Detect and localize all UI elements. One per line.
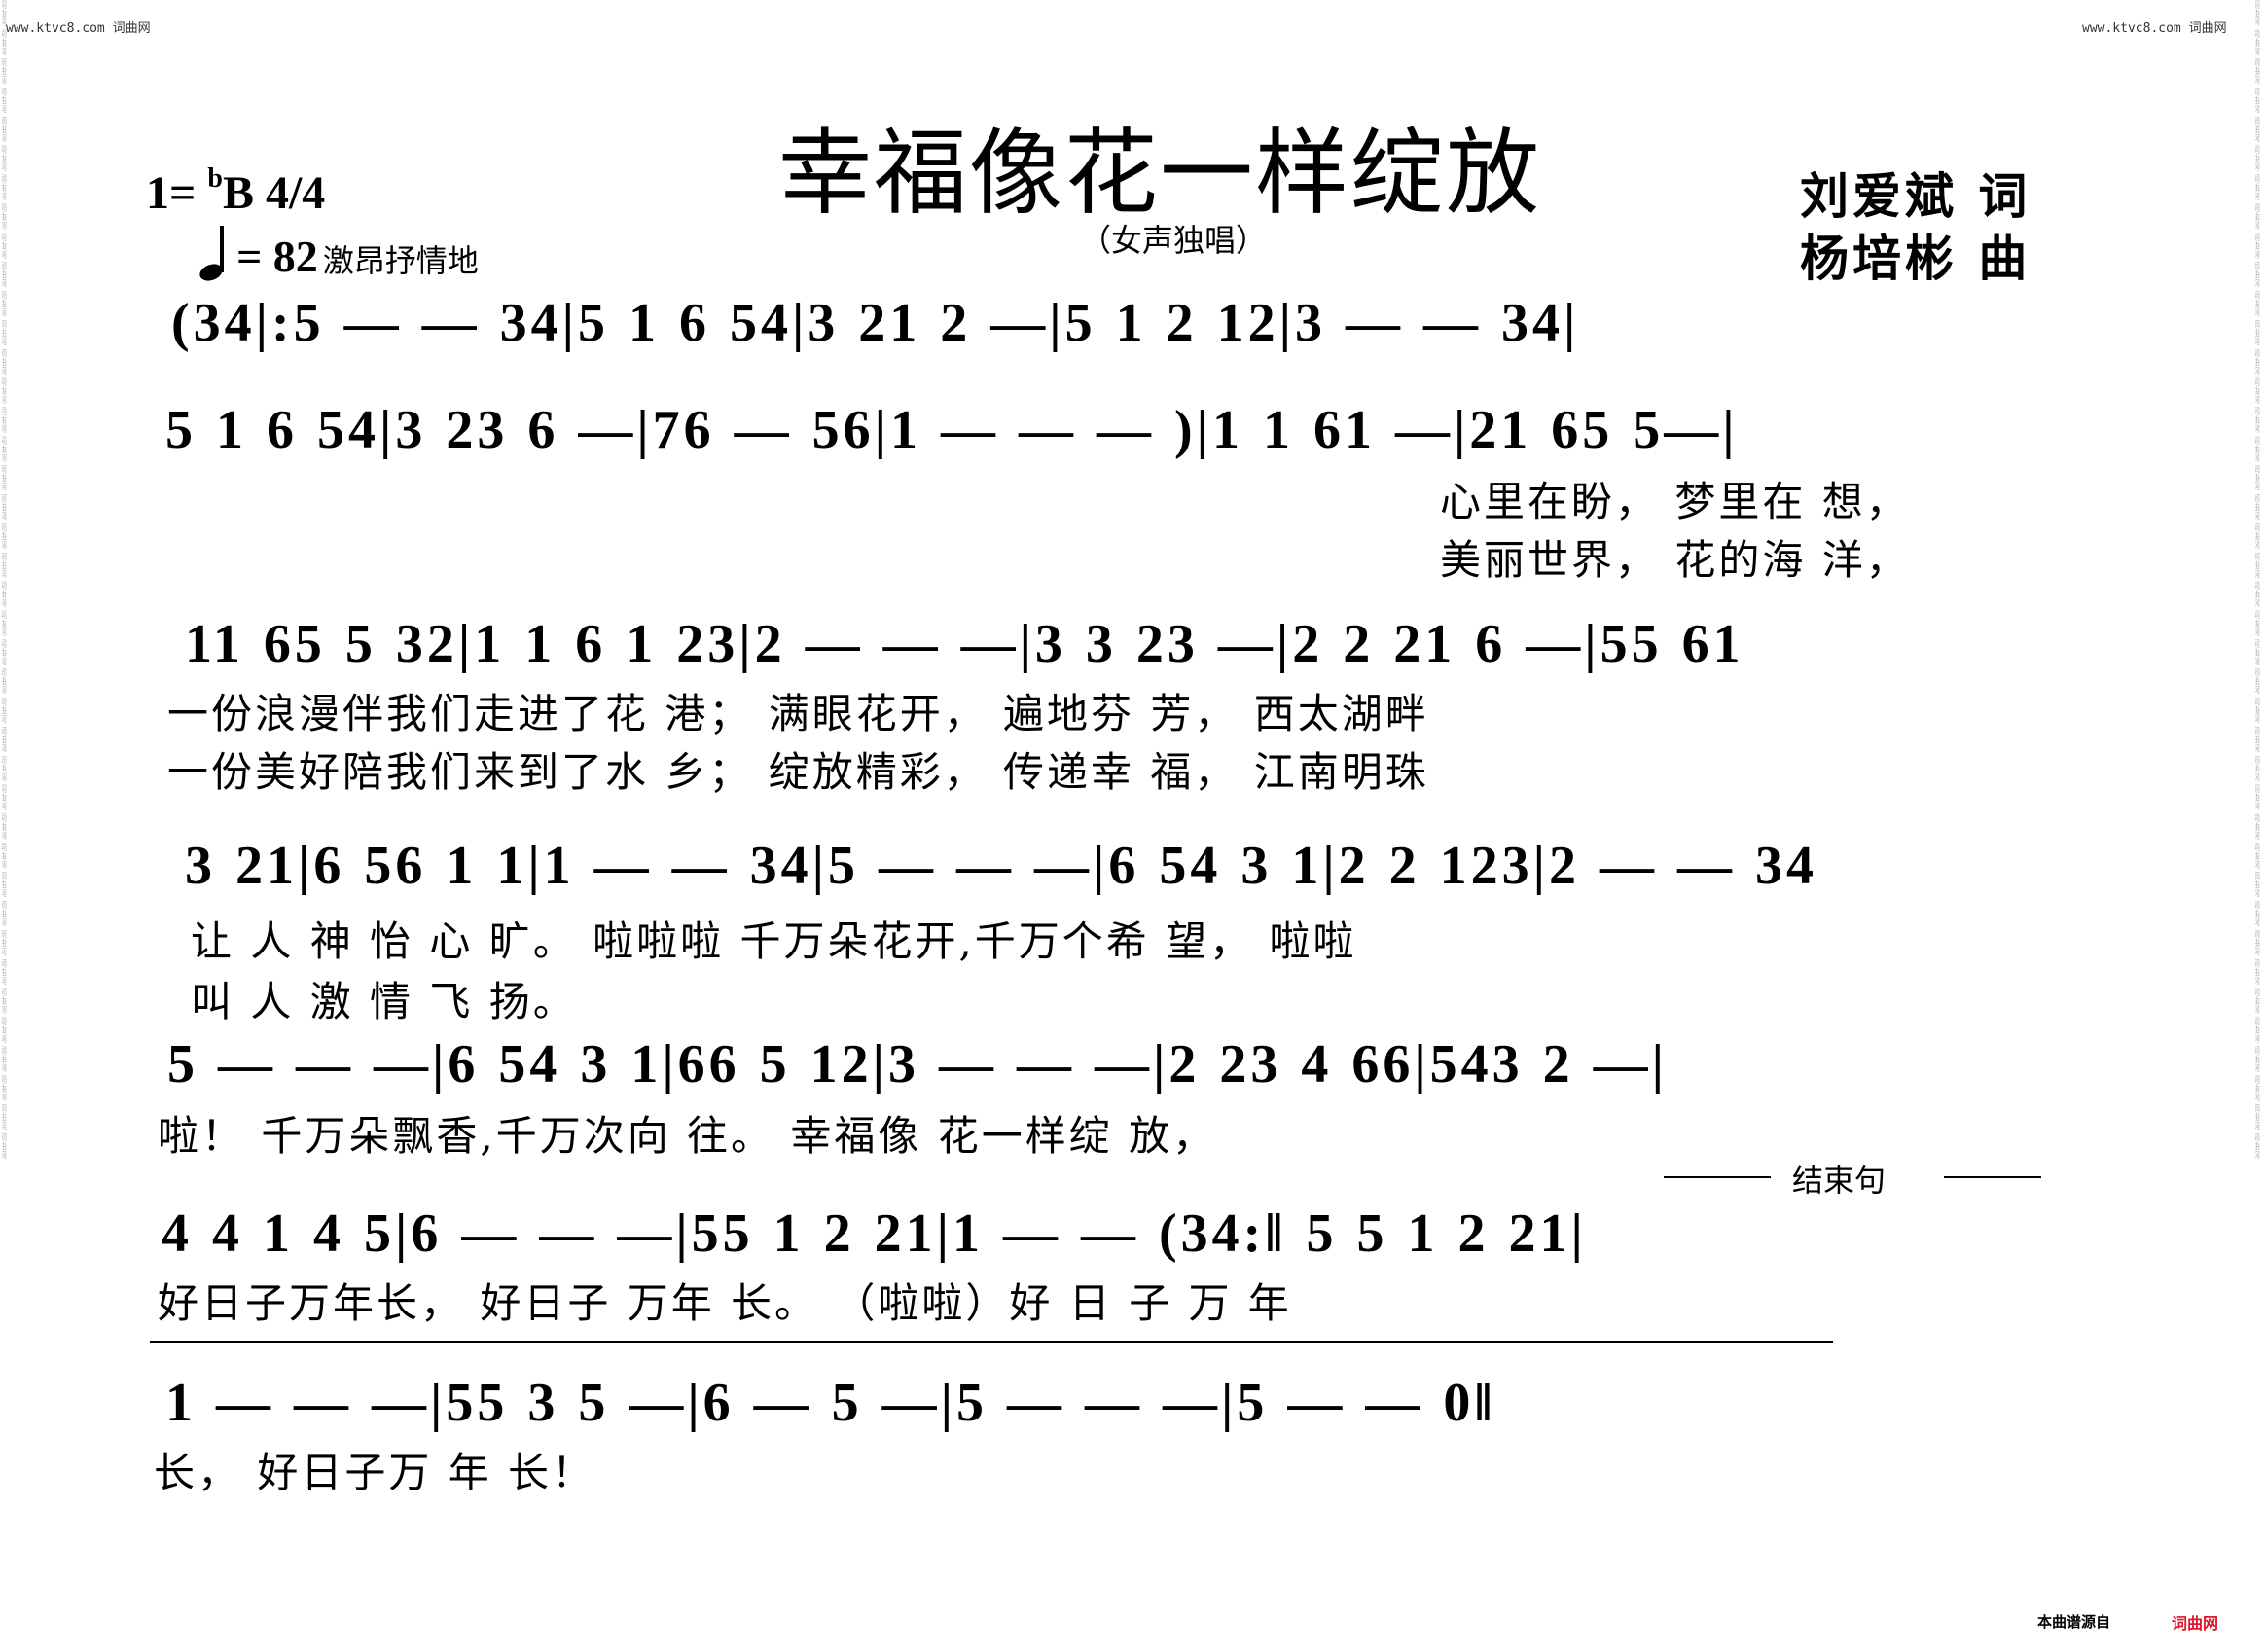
tempo-block: = 82 激昂抒情地: [198, 222, 479, 282]
section-separator: [150, 1341, 1833, 1343]
notation-row-7: 1 — — —|55 3 5 —|6 — 5 —|5 — — —|5 — — 0…: [165, 1373, 1496, 1433]
lyric-row-5: 啦！ 千万朵飘香,千万次向 往。 幸福像 花一样绽 放，: [158, 1112, 1217, 1160]
song-title: 幸福像花一样绽放: [778, 119, 1541, 228]
side-watermark-left: 词曲网 词曲网 词曲网 词曲网 词曲网 词曲网 词曲网 词曲网 词曲网 词曲网 …: [2, 0, 6, 1160]
notation-row-6: 4 4 1 4 5|6 — — —|55 1 2 21|1 — — (34:‖ …: [162, 1203, 1587, 1264]
watermark-left: www.ktvc8.com 词曲网: [6, 21, 151, 36]
song-subtitle: （女声独唱）: [1080, 222, 1268, 259]
flat-sign: b: [207, 163, 223, 194]
lyric-row-4-verse-2: 叫 人 激 情 飞 扬。: [191, 978, 577, 1025]
quarter-note-icon: [199, 226, 224, 281]
lyric-row-2-verse-1: 心里在盼， 梦里在 想，: [1440, 478, 1910, 525]
key-prefix: 1=: [146, 167, 208, 219]
composer-credit: 杨培彬 曲: [1800, 230, 2031, 287]
footer-source-label: 本曲谱源自: [2037, 1613, 2111, 1631]
lyric-row-6: 好日子万年长， 好日子 万年 长。 （啦啦）好 日 子 万 年: [158, 1279, 1292, 1327]
notation-row-1: (34|:5 — — 34|5 1 6 54|3 21 2 —|5 1 2 12…: [171, 293, 1580, 353]
lyric-row-2-verse-2: 美丽世界， 花的海 洋，: [1440, 536, 1910, 584]
ending-line-left: [1664, 1176, 1771, 1178]
key-signature: 1= bB 4/4: [146, 163, 325, 220]
lyric-row-4-verse-1: 让 人 神 怡 心 旷。 啦啦啦 千万朵花开,千万个希 望， 啦啦: [191, 917, 1357, 965]
lyric-row-7: 长， 好日子万 年 长！: [154, 1449, 596, 1496]
tempo-value: = 82: [236, 232, 318, 281]
notation-row-4: 3 21|6 56 1 1|1 — — 34|5 — — —|6 54 3 1|…: [185, 836, 1817, 896]
ending-marker: 结束句: [1792, 1162, 1887, 1199]
lyricist-credit: 刘爱斌 词: [1800, 167, 2031, 225]
lyric-row-3-verse-1: 一份浪漫伴我们走进了花 港； 满眼花开， 遍地芬 芳， 西太湖畔: [167, 690, 1429, 737]
key-meter: B 4/4: [222, 167, 326, 219]
notation-row-5: 5 — — —|6 54 3 1|66 5 12|3 — — —|2 23 4 …: [167, 1034, 1668, 1095]
side-watermark-right: 词曲网 词曲网 词曲网 词曲网 词曲网 词曲网 词曲网 词曲网 词曲网 词曲网 …: [2255, 0, 2259, 1160]
notation-row-2: 5 1 6 54|3 23 6 —|76 — 56|1 — — — )|1 1 …: [165, 400, 1739, 460]
lyric-row-3-verse-2: 一份美好陪我们来到了水 乡； 绽放精彩， 传递幸 福， 江南明珠: [167, 748, 1429, 796]
footer-source-link[interactable]: 词曲网: [2172, 1614, 2219, 1633]
ending-line-right: [1944, 1176, 2041, 1178]
watermark-right: www.ktvc8.com 词曲网: [2082, 21, 2227, 36]
expression-mark: 激昂抒情地: [322, 242, 479, 279]
notation-row-3: 11 65 5 32|1 1 6 1 23|2 — — —|3 3 23 —|2…: [185, 614, 1744, 674]
